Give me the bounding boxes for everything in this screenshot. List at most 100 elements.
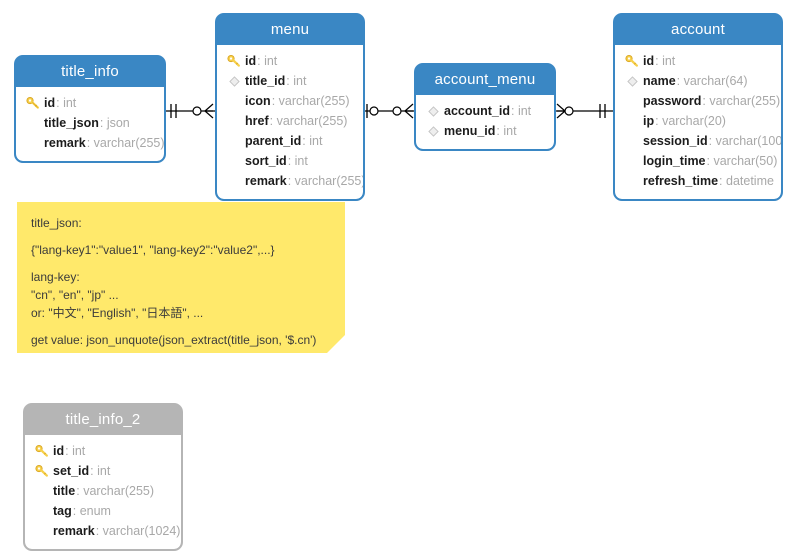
field-name: title_id — [245, 74, 286, 88]
foreign-key-diamond-icon — [623, 71, 641, 91]
field-name: parent_id — [245, 134, 302, 148]
no-key-icon — [24, 113, 42, 133]
field-name: tag — [53, 504, 72, 518]
field-row[interactable]: refresh_time: datetime — [615, 171, 781, 191]
field-type: : int — [655, 54, 676, 68]
field-row[interactable]: set_id: int — [25, 461, 181, 481]
field-type: : varchar(255) — [76, 484, 155, 498]
field-row[interactable]: remark: varchar(1024) — [25, 521, 181, 541]
field-name: login_time — [643, 154, 706, 168]
field-type: : json — [99, 116, 130, 130]
field-type: : int — [496, 124, 517, 138]
field-name: id — [44, 96, 56, 110]
primary-key-icon — [225, 51, 243, 71]
no-key-icon — [225, 131, 243, 151]
field-row[interactable]: login_time: varchar(50) — [615, 151, 781, 171]
field-name: remark — [44, 136, 86, 150]
field-row[interactable]: title_json: json — [16, 113, 164, 133]
field-name: remark — [53, 524, 95, 538]
field-row[interactable]: href: varchar(255) — [217, 111, 363, 131]
no-key-icon — [33, 501, 51, 521]
entity-title_info[interactable]: title_info id: int title_json: json rema… — [14, 55, 166, 163]
entity-body-menu: id: int title_id: int icon: varchar(255)… — [217, 45, 363, 199]
field-row[interactable]: account_id: int — [416, 101, 554, 121]
no-key-icon — [225, 171, 243, 191]
entity-title_info_2[interactable]: title_info_2 id: int — [23, 403, 183, 551]
field-type: : varchar(64) — [676, 74, 748, 88]
note-line: {"lang-key1":"value1", "lang-key2":"valu… — [31, 243, 275, 257]
field-row[interactable]: parent_id: int — [217, 131, 363, 151]
field-name: icon — [245, 94, 271, 108]
foreign-key-diamond-icon — [424, 121, 442, 141]
field-row[interactable]: password: varchar(255) — [615, 91, 781, 111]
field-row[interactable]: id: int — [16, 93, 164, 113]
no-key-icon — [33, 481, 51, 501]
entity-menu[interactable]: menu id: int title_id: int i — [215, 13, 365, 201]
field-type: : int — [65, 444, 86, 458]
field-row[interactable]: ip: varchar(20) — [615, 111, 781, 131]
field-row[interactable]: id: int — [217, 51, 363, 71]
note-line: "cn", "en", "jp" ... — [31, 288, 119, 302]
entity-account[interactable]: account id: int name: varchar(64) — [613, 13, 783, 201]
field-row[interactable]: icon: varchar(255) — [217, 91, 363, 111]
field-name: id — [643, 54, 655, 68]
field-type: : int — [56, 96, 77, 110]
entity-body-title_info_2: id: int set_id: int title: varchar(255) … — [25, 435, 181, 549]
field-row[interactable]: sort_id: int — [217, 151, 363, 171]
field-name: refresh_time — [643, 174, 719, 188]
relationship-menu-account_menu — [364, 103, 416, 119]
field-row[interactable]: menu_id: int — [416, 121, 554, 141]
entity-title-title_info: title_info — [16, 57, 164, 87]
field-type: : varchar(20) — [655, 114, 726, 128]
entity-title-title_info_2: title_info_2 — [25, 405, 181, 435]
note-title_json[interactable]: title_json: {"lang-key1":"value1", "lang… — [17, 202, 345, 353]
relationship-account_menu-account — [556, 103, 614, 119]
field-type: : enum — [72, 504, 111, 518]
no-key-icon — [623, 171, 641, 191]
field-type: : int — [257, 54, 278, 68]
no-key-icon — [24, 133, 42, 153]
foreign-key-diamond-icon — [424, 101, 442, 121]
note-line: or: "中文", "English", "日本語", ... — [31, 306, 204, 320]
no-key-icon — [623, 111, 641, 131]
field-row[interactable]: title_id: int — [217, 71, 363, 91]
entity-body-title_info: id: int title_json: json remark: varchar… — [16, 87, 164, 161]
field-row[interactable]: id: int — [615, 51, 781, 71]
field-name: account_id — [444, 104, 510, 118]
field-type: : int — [90, 464, 111, 478]
field-type: : int — [511, 104, 532, 118]
no-key-icon — [225, 111, 243, 131]
field-name: ip — [643, 114, 655, 128]
field-row[interactable]: title: varchar(255) — [25, 481, 181, 501]
field-name: name — [643, 74, 676, 88]
field-type: : varchar(255) — [702, 94, 781, 108]
primary-key-icon — [24, 93, 42, 113]
field-name: session_id — [643, 134, 708, 148]
field-type: : varchar(255) — [269, 114, 348, 128]
field-type: : int — [286, 74, 307, 88]
no-key-icon — [33, 521, 51, 541]
entity-account_menu[interactable]: account_menu account_id: int menu_id: in… — [414, 63, 556, 151]
field-name: id — [245, 54, 257, 68]
note-line: get value: json_unquote(json_extract(tit… — [31, 333, 317, 347]
entity-title-account_menu: account_menu — [416, 65, 554, 95]
no-key-icon — [623, 151, 641, 171]
field-row[interactable]: tag: enum — [25, 501, 181, 521]
field-name: remark — [245, 174, 287, 188]
foreign-key-diamond-icon — [225, 71, 243, 91]
field-type: : int — [302, 134, 323, 148]
field-type: : int — [287, 154, 308, 168]
field-row[interactable]: session_id: varchar(100) — [615, 131, 781, 151]
field-row[interactable]: id: int — [25, 441, 181, 461]
field-row[interactable]: remark: varchar(255) — [217, 171, 363, 191]
field-type: : varchar(1024) — [95, 524, 181, 538]
no-key-icon — [623, 131, 641, 151]
field-name: menu_id — [444, 124, 496, 138]
no-key-icon — [225, 151, 243, 171]
field-row[interactable]: remark: varchar(255) — [16, 133, 164, 153]
no-key-icon — [225, 91, 243, 111]
field-row[interactable]: name: varchar(64) — [615, 71, 781, 91]
no-key-icon — [623, 91, 641, 111]
field-type: : varchar(255) — [287, 174, 365, 188]
entity-title-menu: menu — [217, 15, 363, 45]
